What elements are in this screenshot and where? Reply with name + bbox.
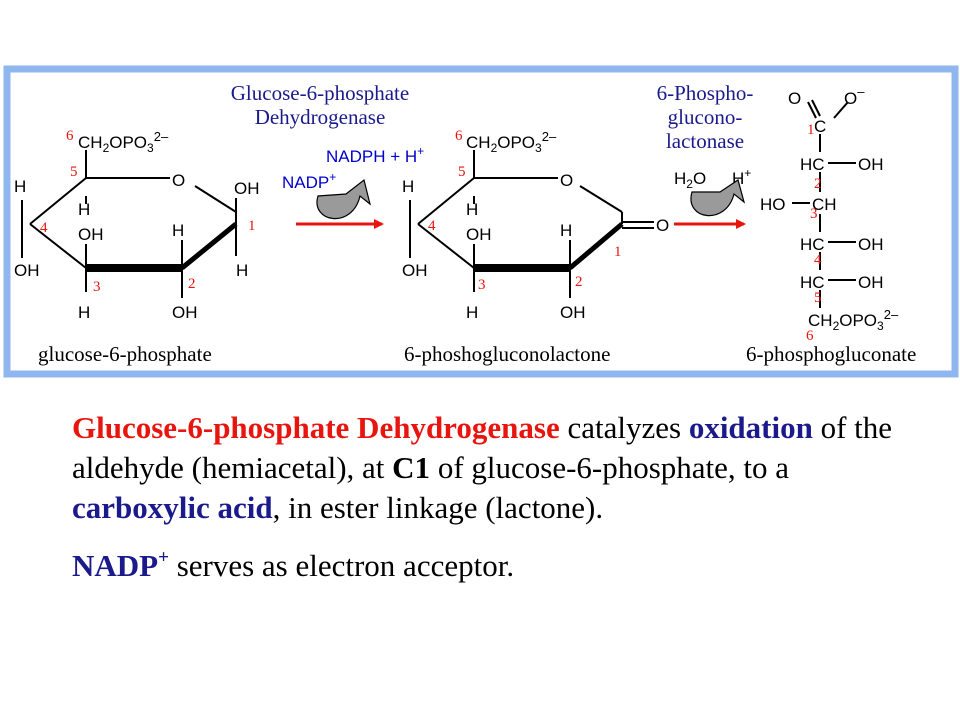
svg-text:HC: HC: [800, 235, 825, 254]
svg-text:2: 2: [575, 274, 583, 290]
svg-text:O: O: [656, 216, 669, 235]
lactone-structure: [409, 150, 654, 298]
svg-text:C: C: [814, 117, 826, 136]
svg-text:H: H: [402, 177, 414, 196]
enzyme-name-emphasis: Glucose-6-phosphate Dehydrogenase: [72, 410, 560, 445]
svg-text:5: 5: [70, 164, 78, 180]
gluconate-structure: [792, 99, 856, 308]
svg-text:1: 1: [614, 244, 622, 260]
caption-text: of the aldehyde (hemiacetal), at: [72, 410, 893, 485]
svg-text:CH2OPO32–: CH2OPO32–: [808, 307, 899, 333]
svg-text:4: 4: [814, 252, 822, 268]
lactonase-label-line1: 6-Phospho-: [657, 81, 754, 105]
svg-text:1: 1: [248, 218, 256, 234]
svg-text:6: 6: [806, 328, 814, 344]
svg-text:OH: OH: [234, 179, 260, 198]
svg-text:OH: OH: [402, 261, 428, 280]
svg-text:OH: OH: [14, 261, 40, 280]
svg-text:H: H: [14, 177, 26, 196]
svg-text:4: 4: [40, 220, 48, 236]
svg-text:3: 3: [478, 277, 486, 293]
glucose-6-phosphate-carbon-numbers: 6 5 4 1 3 2: [40, 128, 256, 295]
svg-text:CH: CH: [812, 195, 837, 214]
caption-text: , in ester linkage (lactone).: [272, 490, 604, 525]
svg-text:OH: OH: [858, 235, 884, 254]
lactonase-label-line2: glucono-: [668, 105, 743, 129]
svg-text:OH: OH: [172, 303, 198, 322]
caption-text: of glucose-6-phosphate, to a: [430, 450, 790, 485]
svg-text:O: O: [788, 89, 801, 108]
svg-text:OH: OH: [858, 273, 884, 292]
svg-text:HC: HC: [800, 155, 825, 174]
svg-text:HO: HO: [760, 195, 786, 214]
dehydrogenase-label-line2: Dehydrogenase: [255, 105, 386, 129]
svg-text:O: O: [560, 171, 573, 190]
lactone-carbon-numbers: 6 5 4 1 3 2: [428, 128, 622, 293]
gluconate-atoms: O O– C HC OH HO CH HC OH HC OH CH2OPO32–: [760, 84, 899, 333]
svg-text:OH: OH: [466, 225, 492, 244]
svg-text:2: 2: [188, 276, 196, 292]
svg-text:OH: OH: [858, 155, 884, 174]
carboxylic-acid-emphasis: carboxylic acid: [72, 490, 273, 525]
lactone-atoms: CH2OPO32– O H H OH H O OH H OH: [402, 129, 669, 322]
glucose-6-phosphate-atoms: CH2OPO32– O H H OH H OH OH H H OH: [14, 129, 260, 322]
svg-text:O: O: [172, 171, 185, 190]
svg-text:5: 5: [458, 164, 466, 180]
svg-text:3: 3: [93, 279, 101, 295]
caption-text: serves as electron acceptor.: [168, 548, 515, 583]
svg-text:O–: O–: [844, 84, 865, 108]
intermediate-name: 6-phoshogluconolactone: [404, 342, 610, 366]
diagram-frame: [3, 65, 959, 378]
nadp-superscript: +: [158, 547, 169, 568]
dehydrogenase-label-line1: Glucose-6-phosphate: [231, 81, 409, 105]
water-curved-arrow: [690, 179, 746, 217]
nadph-label: NADPH + H+: [326, 144, 424, 166]
svg-text:OH: OH: [78, 225, 104, 244]
substrate-name: glucose-6-phosphate: [38, 342, 212, 366]
svg-text:OH: OH: [560, 303, 586, 322]
svg-text:1: 1: [807, 122, 815, 138]
svg-text:H: H: [78, 200, 90, 219]
svg-text:H: H: [560, 221, 572, 240]
caption-text: catalyzes: [559, 410, 689, 445]
svg-text:2: 2: [814, 176, 822, 192]
glucose-6-phosphate-structure: [21, 150, 238, 298]
svg-text:4: 4: [428, 218, 436, 234]
svg-text:CH2OPO32–: CH2OPO32–: [466, 129, 557, 155]
svg-text:H: H: [172, 221, 184, 240]
svg-text:6: 6: [66, 128, 74, 144]
svg-text:H: H: [466, 200, 478, 219]
nadp-curved-arrow: [316, 178, 372, 220]
svg-text:H: H: [466, 303, 478, 322]
c1-emphasis: C1: [392, 450, 431, 485]
svg-text:H: H: [78, 303, 90, 322]
nadp-emphasis: NADP: [72, 548, 159, 583]
svg-text:6: 6: [455, 128, 463, 144]
water-label: H2O: [674, 169, 706, 191]
svg-text:H: H: [236, 261, 248, 280]
gluconate-carbon-numbers: 1 2 3 4 5 6: [806, 122, 822, 344]
svg-text:HC: HC: [800, 273, 825, 292]
svg-text:CH2OPO32–: CH2OPO32–: [78, 129, 169, 155]
caption-paragraph-2: NADP+ serves as electron acceptor.: [72, 538, 902, 586]
nadp-label: NADP+: [282, 170, 336, 192]
caption-paragraph-1: Glucose-6-phosphate Dehydrogenase cataly…: [72, 408, 902, 528]
svg-text:3: 3: [810, 206, 818, 222]
lactonase-label-line3: lactonase: [666, 129, 744, 153]
product-name: 6-phosphogluconate: [746, 342, 916, 366]
caption: Glucose-6-phosphate Dehydrogenase cataly…: [72, 408, 902, 586]
oxidation-emphasis: oxidation: [688, 410, 813, 445]
reaction-diagram: CH2OPO32– O H H OH H OH OH H H OH 6 5 4 …: [3, 65, 959, 378]
svg-text:5: 5: [814, 290, 822, 306]
